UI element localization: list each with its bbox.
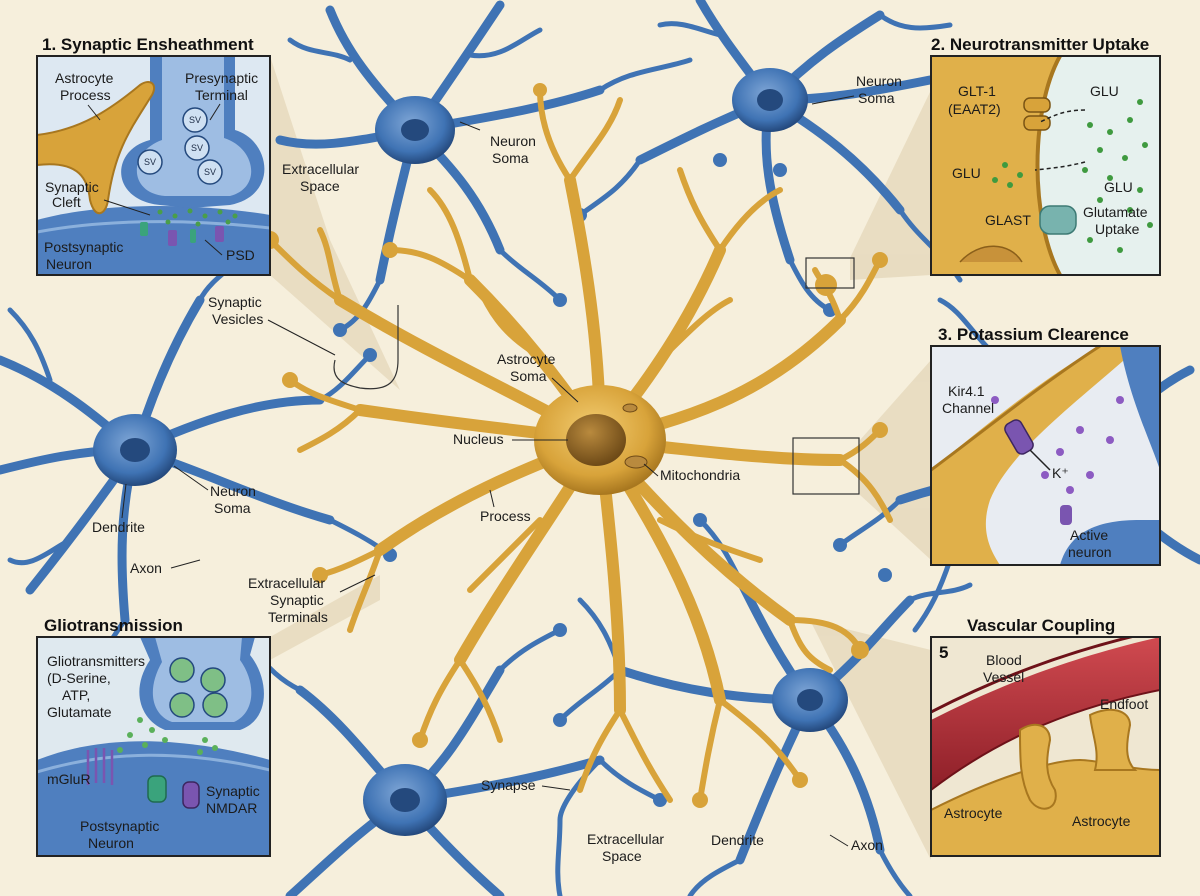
panel-border	[36, 636, 271, 857]
panel-border	[930, 345, 1161, 566]
panel-gliotransmission: Gliotransmission Gliotransmitters (D-Ser…	[36, 616, 271, 857]
label-gliotransmitters: ATP,	[62, 687, 90, 703]
label-gliotransmitters: Gliotransmitters	[47, 653, 145, 669]
label-blood-vessel: Blood	[986, 652, 1022, 668]
label-postsynaptic: Postsynaptic	[44, 239, 123, 255]
label-blood-vessel: Vessel	[983, 669, 1024, 685]
zoom-box-uptake	[805, 257, 855, 289]
label-axon: Axon	[851, 837, 883, 853]
label-extracellular-space: Extracellular	[587, 831, 664, 847]
label-glutamate-uptake: Uptake	[1095, 221, 1140, 237]
label-neuron-soma: Soma	[214, 500, 251, 516]
label-synaptic-nmdar: Synaptic	[206, 783, 260, 799]
sv-label: SV	[204, 167, 216, 177]
label-postsynaptic: Postsynaptic	[80, 818, 159, 834]
sv-label: SV	[191, 143, 203, 153]
label-synaptic-cleft: Synaptic	[45, 179, 99, 195]
label-endfoot: Endfoot	[1100, 696, 1148, 712]
neuron-somata	[93, 68, 1126, 836]
label-extracellular-space: Space	[300, 178, 340, 194]
label-glast: GLAST	[985, 212, 1031, 228]
label-neuron-soma: Soma	[858, 90, 895, 106]
label-process: Process	[480, 508, 531, 524]
label-dendrite: Dendrite	[711, 832, 764, 848]
panel-border	[36, 55, 271, 276]
zoom-cones	[270, 56, 931, 860]
panel-vascular-coupling: Vascular Coupling 5 Blood Vessel Endfoot…	[930, 616, 1161, 857]
label-astrocyte-process: Astrocyte	[55, 70, 114, 86]
zoom-outline-vesicles	[333, 305, 399, 390]
label-gliotransmitters: (D-Serine,	[47, 670, 111, 686]
panel-border	[930, 636, 1161, 857]
label-synaptic-vesicles: Synaptic	[208, 294, 262, 310]
panel-title: 1. Synaptic Ensheathment	[42, 35, 254, 54]
label-extracellular-space: Extracellular	[282, 161, 359, 177]
label-astrocyte: Astrocyte	[944, 805, 1003, 821]
label-kir: Kir4.1	[948, 383, 985, 399]
label-synaptic-vesicles: Vesicles	[212, 311, 263, 327]
label-astrocyte-process: Process	[60, 87, 111, 103]
panel-potassium-clearence: 3. Potassium Clearence Kir4.1 Channel K⁺…	[930, 325, 1161, 566]
panel-title: 2. Neurotransmitter Uptake	[931, 35, 1149, 54]
astrocyte-nucleus	[566, 414, 626, 466]
label-glutamate-uptake: Glutamate	[1083, 204, 1148, 220]
label-k-ion: K⁺	[1052, 465, 1069, 481]
label-glu: GLU	[1090, 83, 1119, 99]
label-synaptic-cleft: Cleft	[52, 194, 81, 210]
label-glu: GLU	[952, 165, 981, 181]
label-astrocyte: Astrocyte	[1072, 813, 1131, 829]
panel-border	[930, 55, 1161, 276]
panel-title: 3. Potassium Clearence	[938, 325, 1129, 344]
label-presynaptic: Presynaptic	[185, 70, 258, 86]
sv-label: SV	[189, 115, 201, 125]
label-gliotransmitters: Glutamate	[47, 704, 112, 720]
panel-title: Gliotransmission	[44, 616, 183, 635]
panel-neurotransmitter-uptake: 2. Neurotransmitter Uptake GLT-1 (EAAT2)…	[930, 35, 1161, 276]
mitochondrion	[624, 455, 648, 469]
label-astrocyte-soma: Soma	[510, 368, 547, 384]
label-presynaptic: Terminal	[195, 87, 248, 103]
label-neuron-soma: Soma	[492, 150, 529, 166]
astrocyte	[261, 83, 893, 808]
label-glt1: GLT-1	[958, 83, 996, 99]
main-labels: Extracellular Space Neuron Soma Neuron S…	[92, 73, 902, 864]
label-active-neuron: neuron	[1068, 544, 1112, 560]
label-active-neuron: Active	[1070, 527, 1108, 543]
label-mitochondria: Mitochondria	[660, 467, 740, 483]
panel-synaptic-ensheathment: SV SV SV SV 1. Synaptic Ensheathment Ast…	[36, 35, 271, 276]
panel-number: 5	[939, 643, 948, 662]
label-dendrite: Dendrite	[92, 519, 145, 535]
label-extracellular-synaptic-terminals: Synaptic	[270, 592, 324, 608]
label-synapse: Synapse	[481, 777, 536, 793]
zoom-box-potassium	[792, 437, 860, 495]
label-extracellular-synaptic-terminals: Extracellular	[248, 575, 325, 591]
label-synaptic-nmdar: NMDAR	[206, 800, 257, 816]
label-postsynaptic: Neuron	[88, 835, 134, 851]
label-extracellular-space: Space	[602, 848, 642, 864]
label-postsynaptic: Neuron	[46, 256, 92, 272]
label-nucleus: Nucleus	[453, 431, 504, 447]
panel-title: Vascular Coupling	[967, 616, 1115, 635]
sv-label: SV	[144, 157, 156, 167]
label-kir: Channel	[942, 400, 994, 416]
label-axon: Axon	[130, 560, 162, 576]
label-neuron-soma: Neuron	[210, 483, 256, 499]
label-astrocyte-soma: Astrocyte	[497, 351, 556, 367]
label-glu: GLU	[1104, 179, 1133, 195]
label-neuron-soma: Neuron	[490, 133, 536, 149]
label-neuron-soma: Neuron	[856, 73, 902, 89]
label-psd: PSD	[226, 247, 255, 263]
label-glt1: (EAAT2)	[948, 101, 1001, 117]
label-extracellular-synaptic-terminals: Terminals	[268, 609, 328, 625]
label-mglur: mGluR	[47, 771, 91, 787]
